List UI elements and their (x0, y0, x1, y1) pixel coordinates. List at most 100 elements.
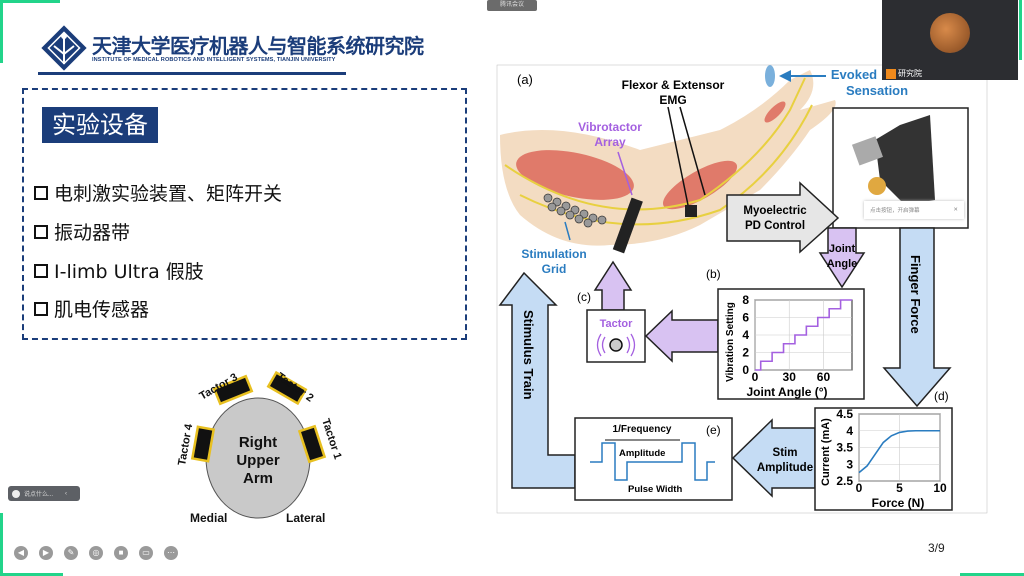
frame-corner (0, 0, 60, 3)
panel-label-b: (b) (706, 267, 721, 281)
vibrotactor-label: Array (594, 135, 626, 149)
frame-corner (0, 513, 3, 576)
tactor-placement-diagram: Right Upper Arm Tactor 1 Tactor 2 Tactor… (176, 370, 343, 525)
institute-title: 天津大学医疗机器人与智能系统研究院 (92, 34, 424, 58)
user-icon (886, 68, 896, 79)
y-tick-label: 0 (742, 363, 749, 377)
meeting-badge[interactable]: 腾讯会议 (487, 0, 537, 11)
emg-label: EMG (659, 93, 686, 107)
institute-logo (41, 25, 87, 71)
laser-pointer-icon[interactable]: ◎ (89, 546, 103, 560)
frame-corner (0, 573, 63, 576)
stimulus-train-arrow (498, 271, 576, 489)
next-icon[interactable]: ▶ (39, 546, 53, 560)
x-tick-label: 5 (896, 481, 903, 495)
myoelectric-label: Myoelectric (743, 205, 807, 217)
checkbox-square-icon (34, 224, 48, 239)
y-tick-label: 3.5 (836, 441, 853, 455)
arm-label: Upper (236, 452, 280, 469)
presentation-toolbar: ◀ ▶ ✎ ◎ ■ ▭ ⋯ (14, 546, 178, 560)
toast-text: 点击按钮，开启弹幕 (870, 208, 920, 214)
stim-amplitude-label: Amplitude (757, 462, 813, 474)
panel-label-c: (c) (577, 290, 591, 304)
bullet-item: 肌电传感器 (34, 295, 149, 322)
amplitude-label: Amplitude (619, 448, 665, 459)
current-force-chart: 2.5 3 3.5 4 4.5 0 5 10 (836, 407, 947, 495)
chat-placeholder: 说点什么... (24, 492, 54, 498)
emoji-icon[interactable] (12, 489, 20, 498)
arm-label: Arm (243, 470, 273, 487)
data-series-line (858, 429, 940, 474)
institute-subtitle: INSTITUTE OF MEDICAL ROBOTICS AND INTELL… (92, 57, 336, 63)
emg-label: Flexor & Extensor (622, 78, 725, 92)
panel-label-a: (a) (517, 72, 533, 87)
chart-d-ylabel: Current (mA) (820, 418, 832, 486)
stimulus-train-label: Stimulus Train (521, 310, 536, 400)
finger-force-label: Finger Force (908, 255, 923, 334)
frame-corner (1019, 0, 1022, 60)
chart-d-xlabel: Force (N) (872, 496, 925, 510)
page-number: 3/9 (928, 541, 945, 555)
equipment-panel (22, 88, 467, 340)
frame-corner (960, 573, 1024, 576)
joint-angle-label: Angle (827, 258, 858, 270)
x-tick-label: 0 (856, 481, 863, 495)
x-tick-label: 10 (933, 481, 947, 495)
y-tick-label: 2.5 (836, 474, 853, 488)
bullet-item: 电刺激实验装置、矩阵开关 (34, 179, 282, 206)
myoelectric-control-arrow (726, 181, 840, 254)
vibrotactor-label: Vibrotactor (578, 120, 642, 134)
pulse-waveform-box (574, 417, 733, 501)
bullet-text: 电刺激实验装置、矩阵开关 (54, 183, 283, 205)
frequency-label: 1/Frequency (613, 424, 672, 435)
header-divider (38, 72, 346, 75)
vibration-up-arrow (593, 260, 633, 311)
tactor-feedback-arrow (644, 309, 719, 363)
tactor-1 (297, 424, 327, 464)
participant-name: 研究院 (886, 68, 922, 79)
pen-icon[interactable]: ✎ (64, 546, 78, 560)
tactor-label: Tactor (600, 318, 634, 330)
bullet-text: 振动器带 (54, 222, 131, 244)
tactor-4 (190, 425, 216, 463)
bullet-text: 肌电传感器 (54, 299, 150, 321)
x-tick-label: 0 (752, 370, 759, 384)
y-tick-label: 3 (846, 457, 853, 471)
medial-label: Medial (190, 511, 227, 525)
danmaku-toast[interactable]: 点击按钮，开启弹幕 ✕ (864, 201, 964, 219)
y-tick-label: 4 (742, 328, 749, 342)
tactor-2 (266, 370, 308, 406)
video-play-icon[interactable] (868, 177, 886, 195)
chart-b-xlabel: Joint Angle (°) (746, 385, 827, 399)
joint-angle-label: Joint (829, 243, 856, 255)
bullet-item: 振动器带 (34, 218, 130, 245)
y-tick-label: 4.5 (836, 407, 853, 421)
close-icon[interactable]: ✕ (953, 207, 958, 213)
tactor-box (586, 309, 646, 363)
participant-name-text: 研究院 (898, 69, 922, 78)
subtitle-icon[interactable]: ▭ (139, 546, 153, 560)
pulse-width-label: Pulse Width (628, 484, 682, 495)
chat-input[interactable]: 说点什么... ‹ (8, 486, 80, 501)
chevron-left-icon[interactable]: ‹ (65, 490, 68, 497)
joint-angle-arrow (818, 227, 866, 289)
checkbox-square-icon (34, 263, 48, 278)
camera-icon[interactable]: ■ (114, 546, 128, 560)
evoked-sensation-label: Evoked (831, 67, 877, 82)
stim-amplitude-label: Stim (773, 447, 798, 459)
panel-label-d: (d) (934, 389, 949, 403)
y-tick-label: 4 (846, 424, 853, 438)
finger-force-arrow (882, 227, 952, 408)
frame-corner (0, 0, 3, 63)
more-icon[interactable]: ⋯ (164, 546, 178, 560)
stim-amplitude-arrow (731, 418, 816, 498)
tactor-vibration-icon (609, 338, 623, 352)
panel-label-e: (e) (706, 423, 721, 437)
x-tick-label: 30 (783, 370, 797, 384)
lateral-label: Lateral (286, 511, 325, 525)
previous-icon[interactable]: ◀ (14, 546, 28, 560)
pulse-waveform (590, 442, 715, 481)
bullet-text: I-limb Ultra 假肢 (54, 261, 204, 283)
